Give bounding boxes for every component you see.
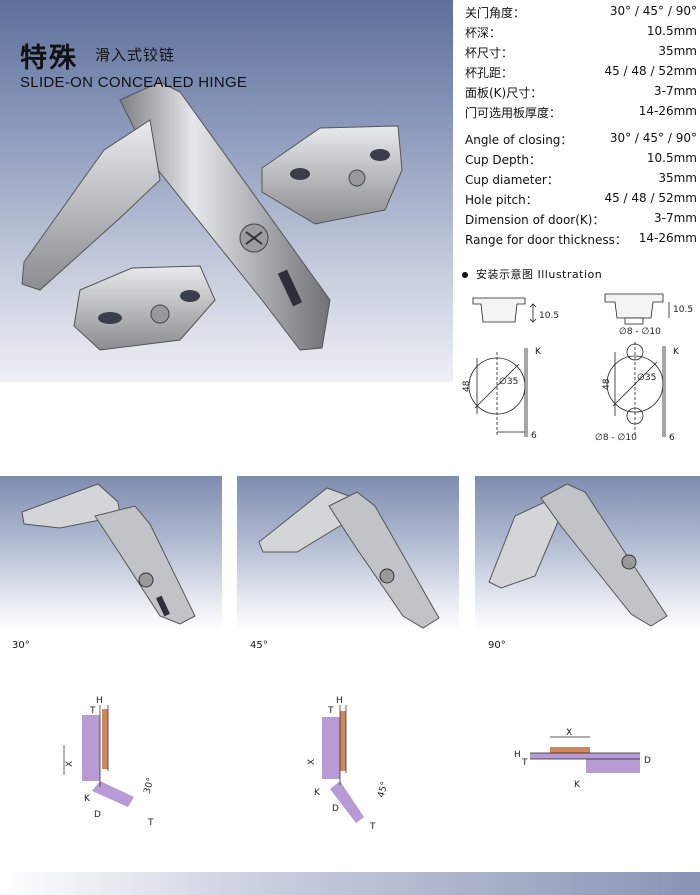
d1-h: H bbox=[96, 696, 103, 706]
schematic-45: X H T K D 45° T bbox=[307, 696, 391, 832]
diameter-right: ∅35 bbox=[637, 373, 656, 383]
spec-row-en-k: Dimension of door(K)： 3-7mm bbox=[465, 211, 697, 228]
spec-row-cn-depth: 杯深： 10.5mm bbox=[465, 24, 697, 41]
d1-x: X bbox=[65, 761, 75, 767]
schematic-30: X H T K D 30° T bbox=[63, 696, 157, 828]
d3-k: K bbox=[574, 780, 581, 790]
spec-key: 关门角度： bbox=[465, 6, 526, 20]
spec-value: 30° / 45° / 90° bbox=[609, 131, 697, 145]
spec-key: 门可选用板厚度： bbox=[465, 106, 562, 120]
spec-value: 10.5mm bbox=[646, 24, 697, 38]
d2-h: H bbox=[336, 696, 343, 706]
spec-row-en-angle: Angle of closing： 30° / 45° / 90° bbox=[465, 131, 697, 148]
spec-key: 面板(K)尺寸： bbox=[465, 86, 543, 100]
spec-value: 35mm bbox=[658, 171, 697, 185]
spec-key: 杯深： bbox=[465, 26, 502, 40]
cup-technical-drawings: 10.5 10.5 ∅8 - ∅10 ∅35 48 6 K ∅35 48 K ∅… bbox=[462, 293, 693, 443]
dowel-label-top: ∅8 - ∅10 bbox=[619, 327, 661, 337]
spec-row-cn-size: 杯尺寸： 35mm bbox=[465, 44, 697, 61]
k-left: K bbox=[535, 347, 542, 357]
schematic-90: X H T D K bbox=[514, 728, 651, 790]
angle-label-45: 45° bbox=[250, 640, 268, 651]
d3-x: X bbox=[566, 728, 572, 738]
spec-value: 45 / 48 / 52mm bbox=[604, 191, 697, 205]
d3-d: D bbox=[644, 756, 651, 766]
footer-gradient-bar bbox=[0, 872, 700, 895]
d1-t: T bbox=[89, 706, 96, 716]
d2-angle: 45° bbox=[377, 781, 391, 799]
height-right: 48 bbox=[602, 378, 612, 390]
angle-label-30: 30° bbox=[12, 640, 30, 651]
offset-left: 6 bbox=[531, 431, 537, 441]
spec-key: Hole pitch： bbox=[465, 193, 538, 207]
spec-row-cn-pitch: 杯孔距： 45 / 48 / 52mm bbox=[465, 64, 697, 81]
d2-k: K bbox=[314, 788, 321, 798]
d1-k: K bbox=[84, 794, 91, 804]
d1-angle: 30° bbox=[143, 777, 157, 795]
bullet-icon bbox=[462, 272, 468, 278]
dowel-label-bottom: ∅8 - ∅10 bbox=[595, 433, 637, 443]
d2-x: X bbox=[307, 759, 317, 765]
d3-t: T bbox=[521, 758, 528, 768]
spec-key: Angle of closing： bbox=[465, 133, 573, 147]
title-chinese-sub: 滑入式铰链 bbox=[95, 46, 176, 64]
spec-value: 35mm bbox=[658, 44, 697, 58]
d1-d: D bbox=[94, 810, 101, 820]
spec-key: 杯孔距： bbox=[465, 66, 514, 80]
spec-row-cn-angle: 关门角度： 30° / 45° / 90° bbox=[465, 4, 697, 21]
spec-key: Cup diameter： bbox=[465, 173, 559, 187]
offset-right: 6 bbox=[669, 433, 675, 443]
spec-value: 10.5mm bbox=[646, 151, 697, 165]
k-right: K bbox=[673, 347, 680, 357]
cup-depth-left: 10.5 bbox=[539, 311, 559, 321]
d3-h: H bbox=[514, 750, 521, 760]
illustration-title: 安装示意图 Illustration bbox=[476, 268, 603, 281]
spec-value: 3-7mm bbox=[654, 211, 697, 225]
illustration-heading: 安装示意图 Illustration bbox=[462, 266, 602, 282]
hinge-30-photo bbox=[21, 483, 196, 625]
spec-key: Cup Depth： bbox=[465, 153, 541, 167]
spec-row-en-depth: Cup Depth： 10.5mm bbox=[465, 151, 697, 168]
spec-value: 14-26mm bbox=[638, 104, 697, 118]
spec-value: 14-26mm bbox=[638, 231, 697, 245]
spec-row-cn-thickness: 门可选用板厚度： 14-26mm bbox=[465, 104, 697, 121]
d2-t2: T bbox=[369, 822, 376, 832]
title-english: SLIDE-ON CONCEALED HINGE bbox=[20, 74, 248, 91]
d2-t: T bbox=[327, 706, 334, 716]
spec-value: 3-7mm bbox=[654, 84, 697, 98]
diameter-left: ∅35 bbox=[499, 377, 518, 387]
spec-row-en-pitch: Hole pitch： 45 / 48 / 52mm bbox=[465, 191, 697, 208]
spec-key: Range for door thickness： bbox=[465, 233, 627, 247]
spec-value: 30° / 45° / 90° bbox=[609, 4, 697, 18]
spec-value: 45 / 48 / 52mm bbox=[604, 64, 697, 78]
hinge-hero-illustration bbox=[21, 81, 403, 351]
hinge-45-photo bbox=[258, 487, 440, 629]
angle-label-90: 90° bbox=[488, 640, 506, 651]
spec-row-en-diameter: Cup diameter： 35mm bbox=[465, 171, 697, 188]
hinge-90-photo bbox=[488, 483, 668, 627]
spec-row-en-thickness: Range for door thickness： 14-26mm bbox=[465, 231, 697, 248]
cup-depth-right: 10.5 bbox=[673, 305, 693, 315]
spec-key: Dimension of door(K)： bbox=[465, 213, 605, 227]
d2-d: D bbox=[332, 804, 339, 814]
spec-row-cn-k: 面板(K)尺寸： 3-7mm bbox=[465, 84, 697, 101]
spec-key: 杯尺寸： bbox=[465, 46, 514, 60]
d1-t2: T bbox=[147, 818, 154, 828]
title-chinese: 特殊 bbox=[20, 43, 78, 74]
height-left: 48 bbox=[462, 380, 472, 392]
